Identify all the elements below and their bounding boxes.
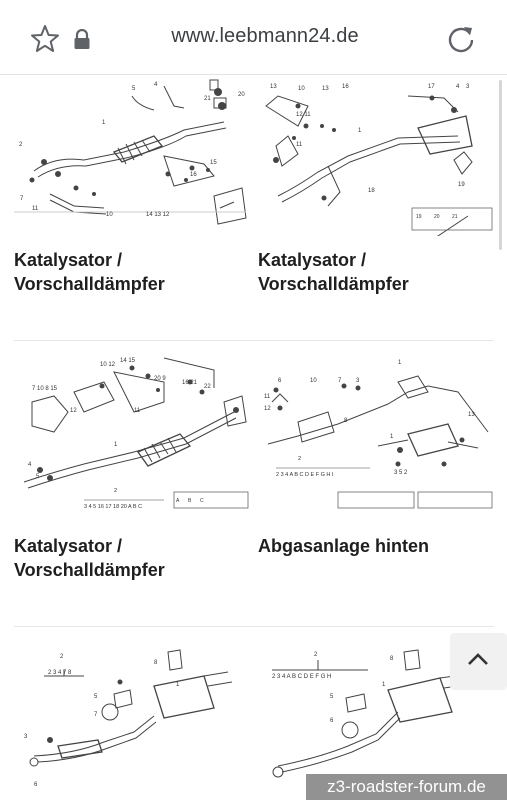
svg-text:18: 18 — [368, 188, 375, 194]
svg-text:3 5 2: 3 5 2 — [394, 470, 408, 476]
page-scrollbar[interactable] — [499, 80, 502, 250]
svg-text:5: 5 — [330, 694, 334, 700]
svg-text:10: 10 — [106, 212, 113, 218]
parts-diagram-image[interactable]: 7 10 8 15 10 12 14 15 20 9 16 21 22 45 1 11 12… — [14, 352, 250, 512]
svg-text:13: 13 — [270, 84, 277, 90]
svg-text:7: 7 — [94, 712, 98, 718]
svg-text:11: 11 — [264, 394, 271, 400]
svg-text:3 4 5 16 17 18 20 A B C: 3 4 5 16 17 18 20 A B C — [84, 504, 142, 510]
svg-text:8: 8 — [154, 660, 158, 666]
card-title-line-2[interactable]: Vorschalldämpfer — [258, 274, 409, 294]
card-title[interactable]: Abgasanlage hinten — [258, 534, 496, 558]
svg-text:16: 16 — [342, 84, 349, 90]
svg-text:2: 2 — [314, 652, 318, 658]
svg-text:7: 7 — [338, 378, 342, 384]
parts-diagram-image[interactable]: 2 2 3 4 A B C D E F G H 1 5 6 8 — [258, 646, 494, 800]
card-title[interactable]: Katalysator / Vorschalldämpfer — [258, 248, 496, 296]
card-title-line-1[interactable]: Abgasanlage hinten — [258, 536, 430, 556]
svg-text:2: 2 — [60, 654, 64, 660]
svg-text:11: 11 — [134, 408, 141, 414]
svg-text:20: 20 — [434, 214, 440, 220]
svg-text:1: 1 — [114, 442, 118, 448]
svg-text:22: 22 — [204, 384, 211, 390]
svg-text:14 13 12: 14 13 12 — [146, 212, 170, 218]
card-title-line-2[interactable]: Vorschalldämpfer — [14, 560, 165, 580]
svg-text:13: 13 — [468, 412, 475, 418]
svg-text:8: 8 — [344, 418, 348, 424]
svg-text:16 21: 16 21 — [182, 380, 198, 386]
svg-text:10: 10 — [310, 378, 317, 384]
scroll-to-top-button[interactable] — [450, 633, 507, 690]
svg-text:3: 3 — [24, 734, 28, 740]
svg-text:5: 5 — [132, 86, 136, 92]
svg-text:10 12: 10 12 — [100, 362, 116, 368]
row-divider — [14, 340, 494, 341]
svg-text:6: 6 — [278, 378, 282, 384]
lock-icon — [74, 29, 90, 49]
svg-text:11: 11 — [296, 142, 303, 148]
reload-icon[interactable] — [446, 24, 476, 54]
svg-text:7: 7 — [20, 196, 24, 202]
card-title-line-1[interactable]: Katalysator / — [258, 250, 367, 270]
svg-text:6: 6 — [330, 718, 334, 724]
svg-text:1: 1 — [398, 360, 402, 366]
parts-diagram-image[interactable]: 2 2 3 4 7 8 8 1 5 7 3 6 — [14, 646, 250, 800]
browser-toolbar: www.leebmann24.de — [0, 0, 507, 75]
svg-text:4: 4 — [28, 462, 32, 468]
svg-text:7 10 8 15: 7 10 8 15 — [32, 386, 58, 392]
chevron-up-icon — [468, 653, 488, 665]
svg-text:1: 1 — [102, 120, 106, 126]
svg-text:15: 15 — [210, 160, 217, 166]
svg-text:12: 12 — [264, 406, 271, 412]
svg-text:8: 8 — [390, 656, 394, 662]
svg-text:13: 13 — [322, 86, 329, 92]
svg-text:17: 17 — [428, 84, 435, 90]
card-title-line-1[interactable]: Katalysator / — [14, 536, 123, 556]
svg-text:14 15: 14 15 — [120, 358, 136, 364]
diagram-series-label: 2 3 4 A B C D E F G H — [272, 674, 331, 680]
svg-text:B: B — [188, 498, 192, 504]
svg-text:10: 10 — [298, 86, 305, 92]
svg-text:1: 1 — [358, 128, 362, 134]
card-title-line-2[interactable]: Vorschalldämpfer — [14, 274, 165, 294]
row-divider — [14, 626, 494, 627]
diagram-series-label: 2 3 4 A B C D E F G H I — [276, 472, 334, 478]
svg-text:1: 1 — [390, 434, 394, 440]
svg-text:3: 3 — [466, 84, 470, 90]
svg-text:2: 2 — [114, 488, 117, 494]
svg-text:5: 5 — [94, 694, 98, 700]
card-title[interactable]: Katalysator / Vorschalldämpfer — [14, 534, 252, 582]
svg-text:19: 19 — [416, 214, 422, 220]
svg-text:12: 12 — [70, 408, 77, 414]
url-bar[interactable]: www.leebmann24.de — [171, 25, 359, 47]
svg-text:12 11: 12 11 — [296, 112, 311, 118]
parts-diagram-image[interactable]: 13 10 13 16 17 4 3 12 11 11 1 18 19 19 20 21 — [258, 76, 494, 236]
svg-text:20: 20 — [238, 92, 245, 98]
svg-text:16: 16 — [190, 172, 197, 178]
svg-text:C: C — [200, 498, 204, 504]
svg-text:2: 2 — [19, 142, 23, 148]
svg-text:1: 1 — [382, 682, 386, 688]
svg-text:A: A — [176, 498, 180, 504]
svg-text:21: 21 — [452, 214, 458, 220]
forum-watermark: z3-roadster-forum.de — [306, 774, 507, 800]
svg-text:4: 4 — [456, 84, 460, 90]
svg-text:4: 4 — [154, 82, 158, 88]
card-title[interactable]: Katalysator / Vorschalldämpfer — [14, 248, 252, 296]
star-outline-icon[interactable] — [30, 24, 60, 54]
svg-text:19: 19 — [458, 182, 465, 188]
svg-text:5: 5 — [36, 474, 40, 480]
svg-text:3: 3 — [356, 378, 360, 384]
svg-text:1: 1 — [176, 682, 180, 688]
card-title-line-1[interactable]: Katalysator / — [14, 250, 123, 270]
svg-text:20 9: 20 9 — [154, 376, 166, 382]
svg-text:6: 6 — [34, 782, 38, 788]
diagram-series-label: 2 3 4 7 8 — [48, 670, 72, 676]
svg-text:21: 21 — [204, 96, 211, 102]
svg-text:2: 2 — [298, 456, 301, 462]
parts-diagram-image[interactable]: 6 10 7 3 11 12 8 1 13 1 3 5 2 2 2 3 4 A B C D E… — [258, 352, 494, 512]
svg-text:11: 11 — [32, 206, 39, 212]
